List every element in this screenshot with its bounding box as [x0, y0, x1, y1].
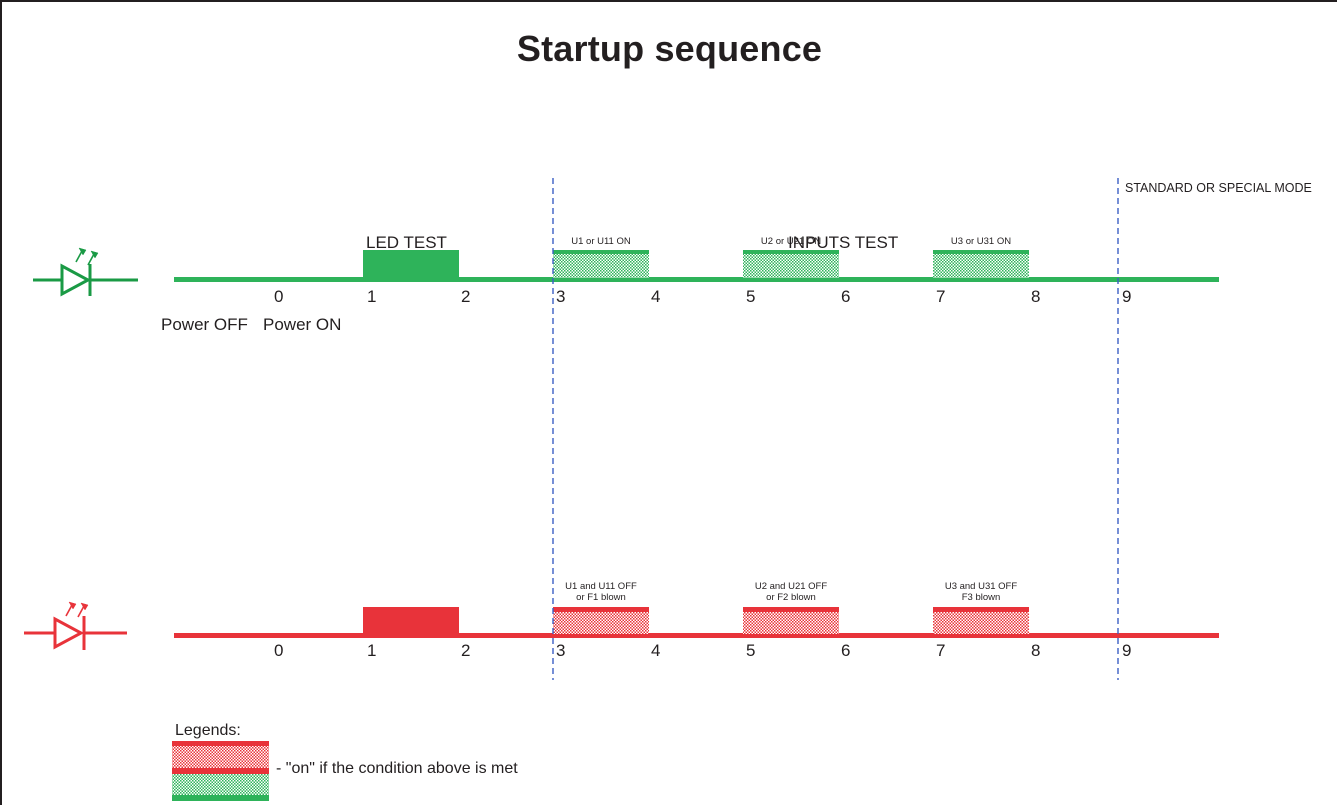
green-condition-label-2: U2 or U21 ON	[760, 236, 822, 247]
green-led-test-pulse	[363, 250, 459, 282]
green-tick-7: 7	[936, 287, 946, 306]
green-led-icon	[33, 247, 138, 297]
power-off-label: Power OFF	[161, 315, 248, 334]
legend-swatch	[172, 741, 269, 801]
green-tick-8: 8	[1031, 287, 1041, 306]
red-condition-7-8	[933, 607, 1029, 634]
power-on-label: Power ON	[263, 315, 342, 334]
red-timeline	[174, 607, 1219, 638]
legend-description: - "on" if the condition above is met	[276, 760, 518, 777]
red-tick-7: 7	[936, 641, 946, 660]
red-tick-6: 6	[841, 641, 851, 660]
red-condition-5-6	[743, 607, 839, 634]
green-tick-0: 0	[274, 287, 284, 306]
red-condition-1-line2: or F1 blown	[576, 592, 626, 603]
green-tick-2: 2	[461, 287, 471, 306]
legend-heading: Legends:	[175, 722, 241, 739]
red-condition-label-3: U3 and U31 OFF F3 blown	[933, 581, 1029, 603]
red-condition-3-4	[553, 607, 649, 634]
green-timeline	[174, 250, 1219, 282]
red-tick-5: 5	[746, 641, 756, 660]
red-condition-label-2: U2 and U21 OFF or F2 blown	[743, 581, 839, 603]
red-tick-1: 1	[367, 641, 377, 660]
red-condition-2-line2: or F2 blown	[766, 592, 816, 603]
red-led-test-pulse	[363, 607, 459, 638]
red-tick-9: 9	[1122, 641, 1132, 660]
red-led-icon	[24, 601, 127, 650]
red-condition-2-line1: U2 and U21 OFF	[754, 581, 828, 592]
red-tick-2: 2	[461, 641, 471, 660]
green-condition-label-1: U1 or U11 ON	[571, 236, 631, 247]
green-condition-3-4	[553, 250, 649, 278]
green-tick-5: 5	[746, 287, 756, 306]
green-condition-label-3: U3 or U31 ON	[950, 236, 1012, 247]
green-tick-3: 3	[556, 287, 566, 306]
inputs-test-label: INPUTS TEST	[788, 233, 899, 252]
red-tick-8: 8	[1031, 641, 1041, 660]
green-tick-6: 6	[841, 287, 851, 306]
red-condition-3-line1: U3 and U31 OFF	[944, 581, 1018, 592]
red-tick-4: 4	[651, 641, 661, 660]
green-tick-1: 1	[367, 287, 377, 306]
red-tick-0: 0	[274, 641, 284, 660]
green-condition-7-8	[933, 250, 1029, 278]
green-baseline	[174, 277, 1219, 282]
final-mode-label: STANDARD OR SPECIAL MODE	[1125, 181, 1312, 195]
green-tick-9: 9	[1122, 287, 1132, 306]
led-test-label: LED TEST	[366, 233, 447, 252]
red-tick-3: 3	[556, 641, 566, 660]
red-baseline	[174, 633, 1219, 638]
red-condition-1-line1: U1 and U11 OFF	[565, 581, 637, 592]
green-tick-4: 4	[651, 287, 661, 306]
red-condition-label-1: U1 and U11 OFF or F1 blown	[553, 581, 649, 603]
page-title: Startup sequence	[516, 28, 823, 69]
green-condition-5-6	[743, 250, 839, 278]
red-condition-3-line2: F3 blown	[961, 592, 1001, 603]
